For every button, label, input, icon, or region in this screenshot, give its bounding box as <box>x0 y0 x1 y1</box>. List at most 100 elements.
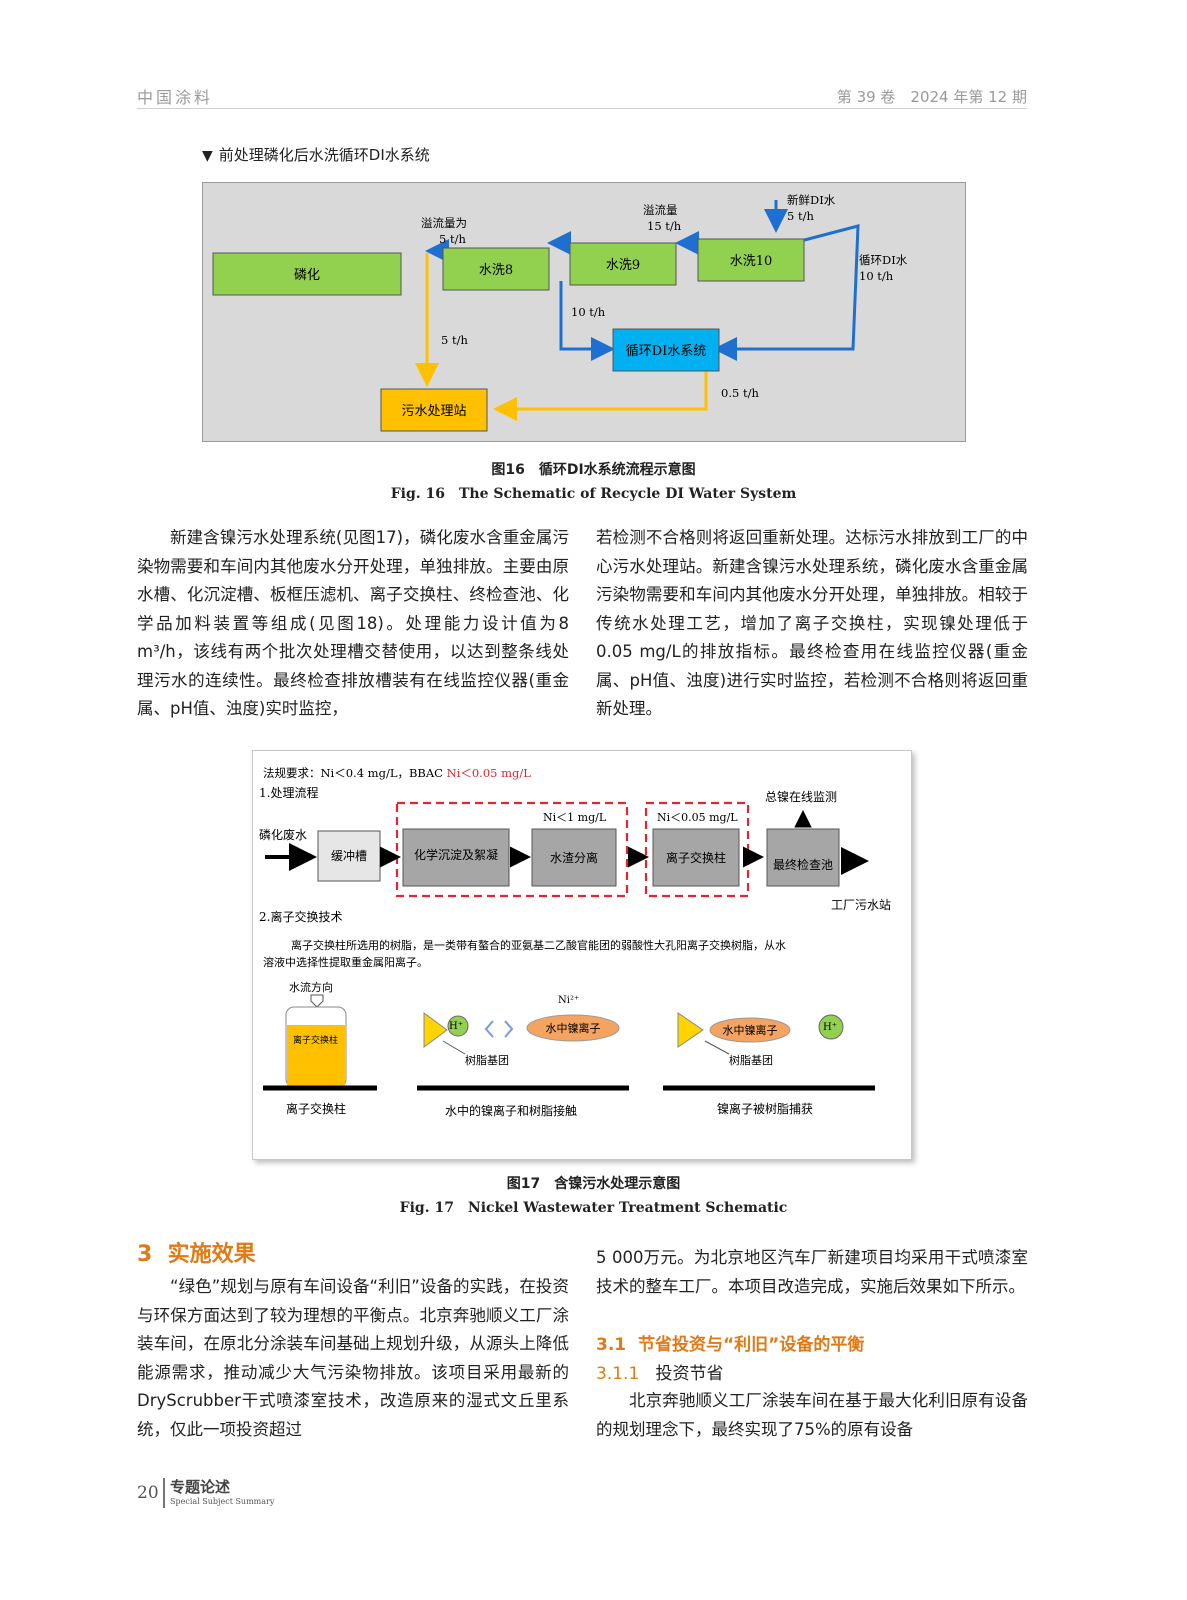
flow10-label: 10 t/h <box>571 305 606 319</box>
column-resin-fill <box>287 1025 345 1086</box>
issue-info: 第 39 卷 2024 年第 12 期 <box>836 88 1027 106</box>
subsection-3-1-number: 3.1 <box>596 1335 627 1355</box>
section1-title: 1.处理流程 <box>259 785 318 800</box>
subsection-3-1-title: 节省投资与“利旧”设备的平衡 <box>637 1335 865 1355</box>
chem-label: 化学沉淀及絮凝 <box>414 847 498 862</box>
monitor-label: 总镍在线监测 <box>765 790 837 804</box>
fig16-caption-en: Fig. 16 The Schematic of Recycle DI Wate… <box>390 486 797 502</box>
figure-16: 磷化 水洗8 水洗9 水洗10 循环DI水系统 污水处理站 溢流量为 5 t/h… <box>202 182 966 442</box>
flow-direction-label: 水流方向 <box>289 980 333 994</box>
para-left-2: “绿色”规划与原有车间设备“利旧”设备的实践，在投资与环保方面达到了较为理想的平… <box>137 1277 569 1439</box>
label-phosphating: 磷化 <box>294 268 320 283</box>
limit-1: Ni＜1 mg/L <box>543 811 607 824</box>
box-rinse-10 <box>697 238 805 282</box>
footer-divider <box>163 1478 165 1508</box>
section2-title: 2.离子交换技术 <box>259 909 342 924</box>
box-wastewater-station <box>380 388 488 432</box>
fig16-caption-cn: 图16 循环DI水系统流程示意图 <box>491 462 696 478</box>
regulation-prefix: 法规要求：Ni＜0.4 mg/L，BBAC <box>263 766 447 780</box>
subsection-3-1-1-title: 投资节省 <box>655 1364 724 1384</box>
page-number: 20 <box>137 1483 159 1503</box>
recirc-di-label-b: 10 t/h <box>859 269 894 283</box>
w9-to-di-arrow <box>559 281 615 361</box>
resin-pointer-2 <box>704 1040 730 1055</box>
section-3-title: 实施效果 <box>167 1242 256 1267</box>
exchange-chevrons-icon <box>484 1020 514 1038</box>
box-separation <box>531 828 617 887</box>
input-label: 磷化废水 <box>259 827 307 842</box>
box-final-check <box>766 828 840 887</box>
section-3-heading: 3 实施效果 <box>137 1236 256 1268</box>
box-chem <box>402 828 510 887</box>
hplus-label-1: H⁺ <box>449 1021 463 1032</box>
desc-line-1: 离子交换柱所选用的树脂，是一类带有螯合的亚氨基二乙酸官能团的弱酸性大孔阳离子交换… <box>291 938 786 952</box>
figure-16-diagram: 磷化 水洗8 水洗9 水洗10 循环DI水系统 污水处理站 溢流量为 5 t/h… <box>212 193 908 432</box>
journal-name: 中国涂料 <box>137 88 214 107</box>
label-rinse-10: 水洗10 <box>730 254 773 269</box>
box-di-system <box>612 328 720 372</box>
subsection-3-1: 3.1 节省投资与“利旧”设备的平衡 <box>596 1330 864 1355</box>
label-wastewater-station: 污水处理站 <box>401 404 466 419</box>
di-to-ww-arrow <box>493 361 708 421</box>
resin-pointer-1 <box>442 1040 466 1055</box>
overflow15-label-b: 15 t/h <box>647 219 682 233</box>
final-check-label: 最终检查池 <box>773 857 833 872</box>
column-inner-label: 离子交换柱 <box>293 1034 338 1046</box>
resin-group-icon-2 <box>677 1012 704 1048</box>
fig17-caption-cn: 图17 含镍污水处理示意图 <box>506 1176 681 1192</box>
overflow5-label-a: 溢流量为 <box>421 216 467 230</box>
plant-label: 工厂污水站 <box>831 898 891 912</box>
para-right-3: 北京奔驰顺义工厂涂装车间在基于最大化利旧原有设备的规划理念下，最终实现了75%的… <box>596 1391 1028 1439</box>
hplus-label-2: H⁺ <box>823 1022 837 1033</box>
flow-direction-icon <box>310 994 324 1008</box>
fresh-di-label-a: 新鲜DI水 <box>787 193 836 207</box>
ni-ion-icon-1 <box>526 1014 620 1042</box>
label-rinse-9: 水洗9 <box>606 258 640 273</box>
ni-ion-label-2: 水中镍离子 <box>723 1023 778 1037</box>
box-rinse-9 <box>569 242 677 286</box>
fresh-di-label-b: 5 t/h <box>787 209 814 223</box>
ni-ion-icon-2 <box>709 1017 791 1043</box>
ion-exchange-label: 离子交换柱 <box>666 850 726 865</box>
section-3-number: 3 <box>137 1242 153 1267</box>
figure-17: 法规要求：Ni＜0.4 mg/L，BBAC Ni＜0.05 mg/L 1.处理流… <box>252 750 912 1160</box>
box-buffer <box>317 830 381 882</box>
ni2-label: Ni²⁺ <box>558 995 579 1006</box>
footer-column-en: Special Subject Summary <box>170 1497 275 1506</box>
limit-2: Ni＜0.05 mg/L <box>657 811 738 824</box>
resin-label-1: 树脂基团 <box>465 1053 509 1067</box>
resin-label-2: 树脂基团 <box>729 1053 773 1067</box>
ni-ion-label-1: 水中镍离子 <box>546 1021 601 1035</box>
section-label-text: 前处理磷化后水洗循环DI水系统 <box>218 146 430 164</box>
overflow5-label-b: 5 t/h <box>439 232 466 246</box>
para-left-1: 新建含镍污水处理系统(见图17)，磷化废水含重金属污染物需要和车间内其他废水分开… <box>137 528 569 718</box>
recirc-di-label-a: 循环DI水 <box>859 253 908 267</box>
resin-group-icon-1 <box>423 1012 448 1048</box>
overflow15-label-a: 溢流量 <box>643 203 678 217</box>
flow5-label: 5 t/h <box>441 333 468 347</box>
regulation-red: Ni＜0.05 mg/L <box>447 766 532 780</box>
buffer-label: 缓冲槽 <box>331 848 367 863</box>
box-phosphating <box>212 252 402 296</box>
fig17-caption-en: Fig. 17 Nickel Wastewater Treatment Sche… <box>399 1200 788 1216</box>
caption-column: 离子交换柱 <box>286 1101 346 1116</box>
triangle-marker: ▼ <box>202 148 213 164</box>
flow05-label: 0.5 t/h <box>721 386 759 400</box>
h-ion-icon-1 <box>447 1015 469 1037</box>
header-divider <box>137 108 1027 109</box>
footer-column-cn: 专题论述 <box>170 1478 231 1496</box>
h-ion-icon-2 <box>818 1014 844 1040</box>
recirc-di-arrow <box>713 224 860 361</box>
section-label: ▼ 前处理磷化后水洗循环DI水系统 <box>202 144 430 165</box>
box-rinse-8 <box>442 247 550 291</box>
label-rinse-8: 水洗8 <box>479 263 513 278</box>
para-right-2: 5 000万元。为北京地区汽车厂新建项目均采用干式喷漆室技术的整车工厂。本项目改… <box>596 1248 1028 1296</box>
separation-label: 水渣分离 <box>550 850 598 865</box>
caption-captured: 镍离子被树脂捕获 <box>717 1101 813 1116</box>
para-right-1: 若检测不合格则将返回重新处理。达标污水排放到工厂的中心污水处理站。新建含镍污水处… <box>596 528 1028 718</box>
caption-contact: 水中的镍离子和树脂接触 <box>445 1103 577 1118</box>
subsection-3-1-1-number: 3.1.1 <box>596 1364 640 1384</box>
subsection-3-1-1: 3.1.1 投资节省 <box>596 1359 723 1384</box>
desc-line-2: 溶液中选择性提取重金属阳离子。 <box>263 955 428 969</box>
regulation-text: 法规要求：Ni＜0.4 mg/L，BBAC Ni＜0.05 mg/L <box>263 766 531 780</box>
